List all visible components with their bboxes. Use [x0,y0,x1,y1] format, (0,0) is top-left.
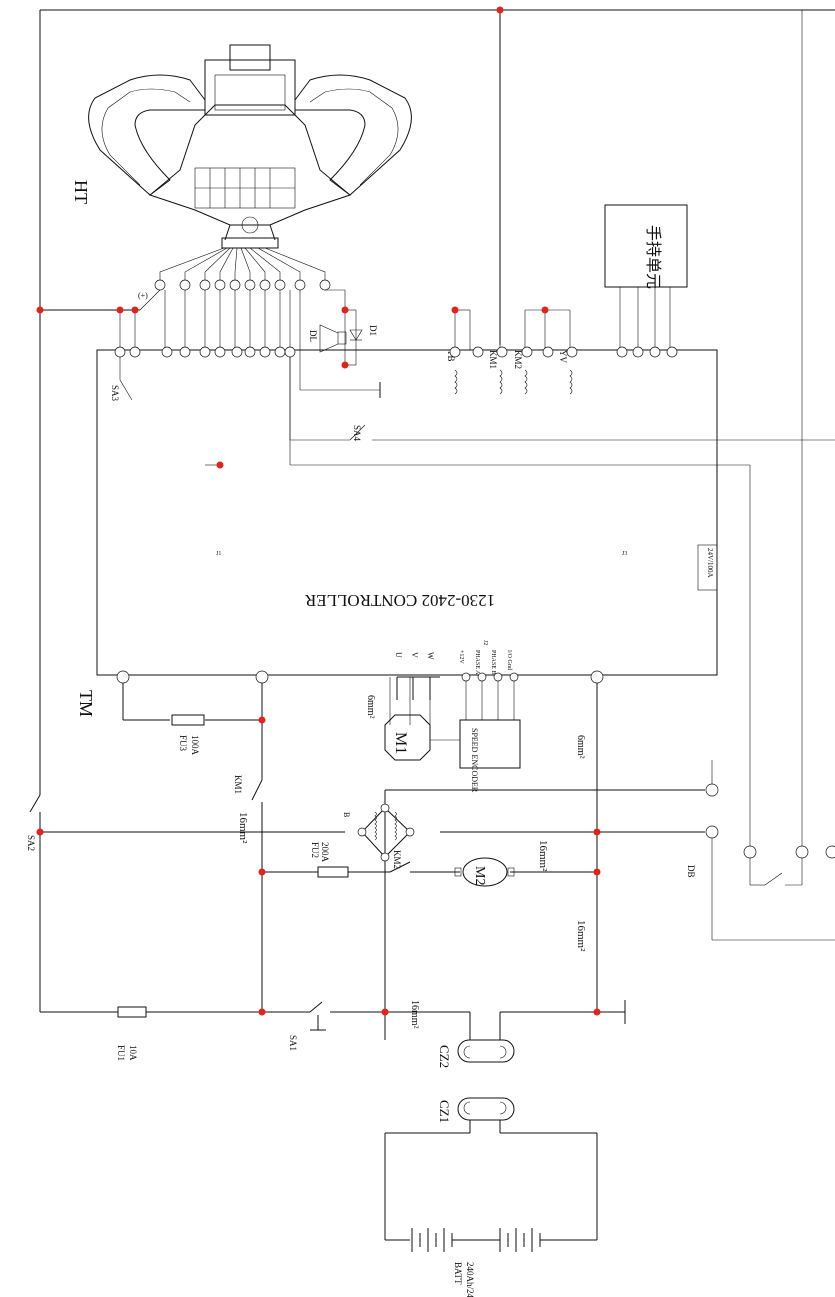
fu2-rating: 200A [320,842,330,863]
controller-box [96,349,718,676]
handle-unit [88,44,412,249]
power-wires [122,676,705,1040]
db-block [705,10,835,941]
handheld-unit-box [604,204,688,288]
fu1-rating: 10A [128,1045,138,1061]
sa1-label: SA1 [288,1035,298,1051]
sa3-switch [119,350,133,401]
coil-tb-label: TB [446,350,456,362]
sa2-switch [29,794,41,813]
km2-contact [389,861,411,873]
speed-encoder [459,719,521,769]
horn-label: DL [308,330,318,342]
fuse-fu3 [171,714,205,726]
batt-label: BATT [453,1262,463,1285]
converter-b [357,803,415,862]
wire-16mm-b: 16mm² [537,840,549,872]
encoder-pin-4: I/O Gnd [506,650,512,670]
sa4-label: SA4 [352,425,362,442]
km2-label: KM2 [392,850,402,869]
m2-label: M2 [472,866,487,885]
handle-fanout [159,247,326,285]
encoder-pin-1: +12V [458,650,464,664]
fu1-label: FU1 [116,1045,126,1061]
rating-box [697,544,718,591]
sa3-label: SA3 [110,385,120,402]
controller-label: 1230-2402 CONTROLLER [304,591,495,610]
junction-dots [36,6,601,1016]
j3-label: J3 [622,551,627,557]
m1-label: M1 [392,732,409,754]
handheld-unit-label: 手持单元 [644,225,662,289]
fu3-label: FU3 [178,735,188,752]
connector-cz1 [457,1097,515,1121]
controller-bottom-terminals [116,670,604,684]
uvw-w: W [426,652,435,660]
fu2-label: FU2 [310,842,320,858]
traction-motor [384,677,460,761]
converter-label: B [342,812,351,817]
plus-label: (+) [138,291,148,300]
pump-motor [454,857,515,887]
fuse-fu1 [117,1006,147,1018]
handle-terminals [154,279,331,291]
j2-label: J2 [482,640,488,645]
connector-cz2 [457,1039,515,1063]
signal-wires [119,289,835,850]
cz1-label: CZ1 [437,1100,452,1123]
coil-yv-label: YV [558,350,568,363]
fuse-fu2 [317,866,349,878]
uvw-u: U [394,652,403,658]
coil-wires [454,309,573,395]
j1-label: J1 [216,551,221,557]
sa2-label: SA2 [26,835,36,851]
handle-label: HT [71,180,91,204]
cz2-label: CZ2 [437,1045,452,1068]
encoder-pin-3: PHASE B [490,650,496,675]
wire-16mm-a: 16mm² [237,812,249,844]
controller-top-terminals [114,346,678,358]
diode-label: D1 [368,325,378,336]
wire-6mm-b: 6mm² [575,735,586,759]
wire-16mm-c: 16mm² [575,920,587,952]
handheld-wires [619,287,671,350]
sa1-switch [309,1001,326,1031]
controller-tag: TM [76,690,96,717]
outer-wires [39,9,835,1013]
coil-km2-label: KM2 [513,350,523,369]
sa4-switch [349,424,366,441]
horn-diode [319,309,363,366]
fu3-rating: 100A [190,735,200,756]
db-label: DB [686,865,696,878]
batt-rating: 240Ah/24V [465,1262,475,1297]
battery [384,1120,598,1252]
wire-6mm-a: 6mm² [365,695,376,719]
encoder-pin-2: PHASE A [474,650,480,675]
encoder-label: SPEED ENCODER [470,728,479,793]
coil-km1-label: KM1 [488,350,498,369]
wire-16mm-d: 16mm² [409,1000,420,1029]
rating-label: 24V/100A [706,548,714,578]
km1-contact [251,779,263,801]
uvw-v: V [410,652,419,658]
km1-label: KM1 [233,775,243,794]
